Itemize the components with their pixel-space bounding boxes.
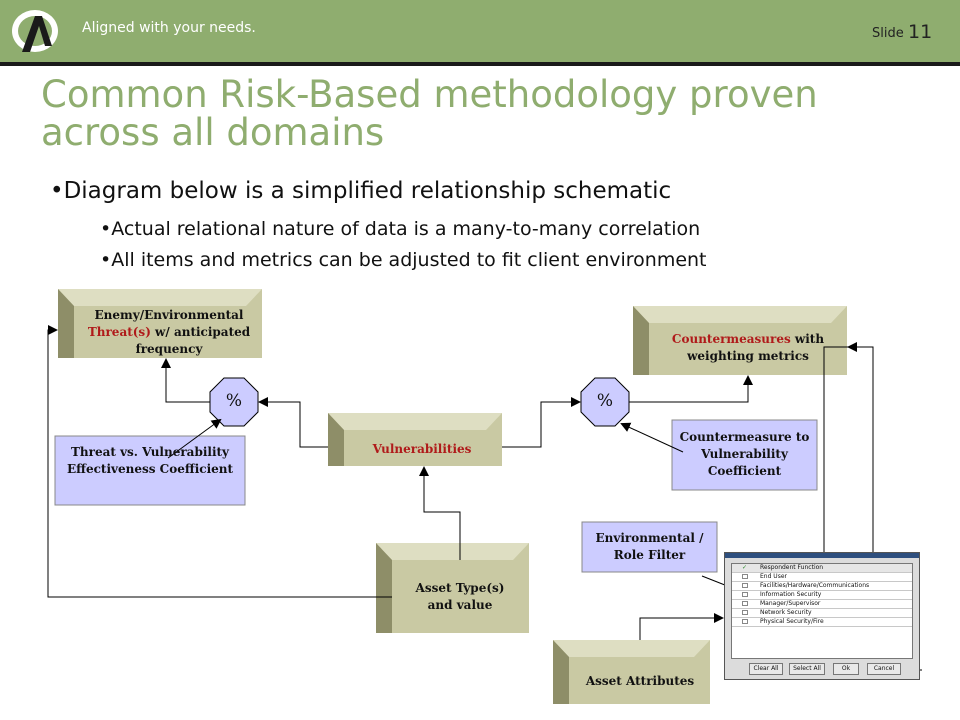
countermeasures-box-label: Countermeasures with weighting metrics bbox=[671, 332, 825, 363]
grid-row[interactable]: Manager/Supervisor bbox=[732, 600, 912, 609]
company-logo-icon bbox=[12, 10, 58, 52]
row-checkbox[interactable] bbox=[742, 583, 748, 588]
grid-header: ✓ Respondent Function bbox=[732, 564, 912, 573]
row-checkbox[interactable] bbox=[742, 610, 748, 615]
asset-attributes-box-label: Asset Attributes bbox=[585, 674, 695, 688]
threat-coefficient-box bbox=[54, 435, 246, 506]
grid-row[interactable]: Information Security bbox=[732, 591, 912, 600]
environmental-filter-box bbox=[581, 521, 718, 573]
ok-button[interactable]: Ok bbox=[833, 663, 859, 675]
vulnerabilities-box-label: Vulnerabilities bbox=[372, 442, 472, 456]
percent-octagon-right bbox=[580, 377, 630, 427]
bullet-main: •Diagram below is a simplified relations… bbox=[50, 178, 672, 204]
percent-left-label: % bbox=[225, 391, 243, 411]
clear-all-button[interactable]: Clear All bbox=[749, 663, 783, 675]
window-title-bar bbox=[725, 553, 919, 558]
grid-row[interactable]: End User bbox=[732, 573, 912, 582]
row-checkbox[interactable] bbox=[742, 574, 748, 579]
percent-right-label: % bbox=[596, 391, 614, 411]
respondent-grid: ✓ Respondent Function End User Facilitie… bbox=[731, 563, 913, 659]
slide-number: 11 bbox=[908, 21, 933, 43]
tagline: Aligned with your needs. bbox=[82, 20, 256, 36]
row-checkbox[interactable] bbox=[742, 619, 748, 624]
select-all-button[interactable]: Select All bbox=[789, 663, 825, 675]
countermeasure-coefficient-label: Countermeasure to Vulnerability Coeffici… bbox=[679, 430, 810, 478]
asset-type-box bbox=[376, 543, 529, 633]
grid-row[interactable]: Network Security bbox=[732, 609, 912, 618]
header-bar bbox=[0, 0, 960, 62]
asset-attributes-box bbox=[553, 640, 710, 704]
threat-coefficient-label: Threat vs. Vulnerability Effectiveness C… bbox=[66, 445, 234, 476]
respondent-filter-window: ✓ Respondent Function End User Facilitie… bbox=[724, 552, 920, 680]
asset-type-box-label: Asset Type(s) and value bbox=[415, 581, 505, 612]
bullet-sub-2: •All items and metrics can be adjusted t… bbox=[100, 249, 707, 271]
check-header-icon: ✓ bbox=[742, 564, 748, 571]
threat-box bbox=[58, 289, 262, 358]
cancel-button[interactable]: Cancel bbox=[867, 663, 901, 675]
countermeasures-box bbox=[633, 306, 847, 375]
header-divider bbox=[0, 62, 960, 66]
percent-octagon-left bbox=[209, 377, 259, 427]
threat-box-label: Enemy/Environmental Threat(s) w/ anticip… bbox=[87, 308, 251, 356]
grid-row[interactable]: Physical Security/Fire bbox=[732, 618, 912, 627]
slide-title: Common Risk-Based methodology proven acr… bbox=[41, 73, 818, 154]
vulnerabilities-box bbox=[328, 413, 502, 466]
grid-row[interactable]: Facilities/Hardware/Communications bbox=[732, 582, 912, 591]
environmental-filter-label: Environmental / Role Filter bbox=[595, 531, 704, 562]
slide-label: Slide bbox=[872, 26, 904, 41]
row-checkbox[interactable] bbox=[742, 601, 748, 606]
row-checkbox[interactable] bbox=[742, 592, 748, 597]
countermeasure-coefficient-box bbox=[671, 419, 818, 491]
bullet-sub-1: •Actual relational nature of data is a m… bbox=[100, 218, 701, 240]
